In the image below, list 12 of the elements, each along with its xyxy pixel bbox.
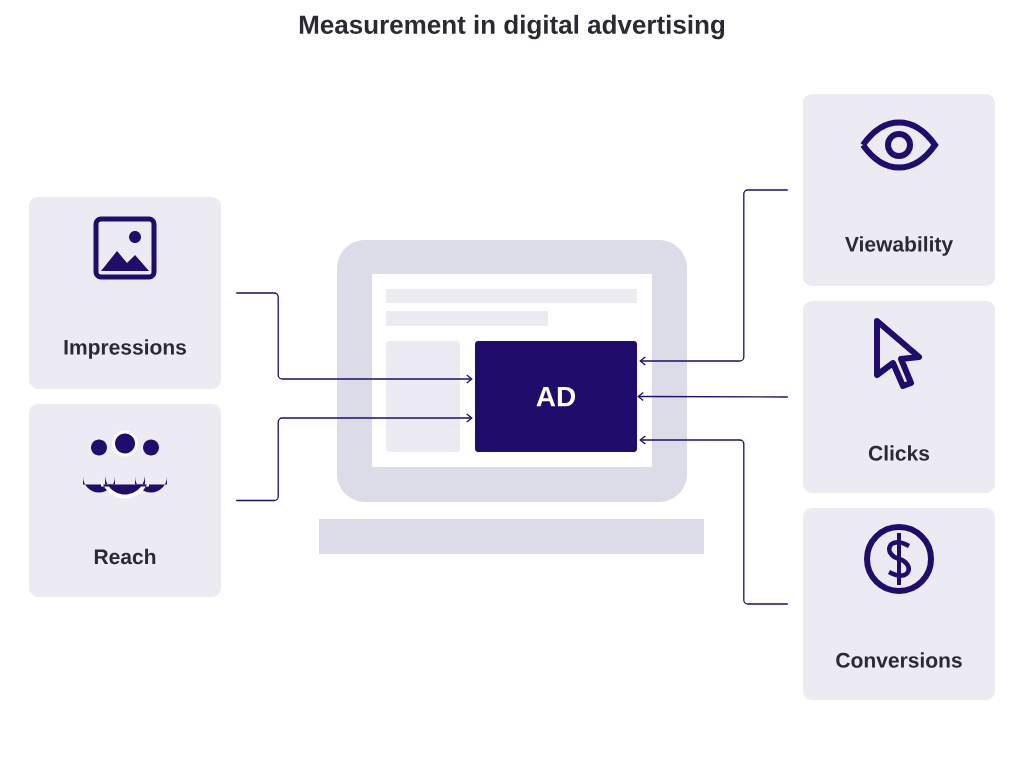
arrow bbox=[637, 391, 789, 402]
title: Measurement in digital advertising bbox=[299, 14, 725, 40]
metric-card: Clicks bbox=[803, 301, 995, 493]
arrow bbox=[639, 189, 789, 366]
arrow bbox=[235, 292, 473, 384]
metric-card: Impressions bbox=[29, 197, 221, 389]
metric-card: Viewability bbox=[803, 94, 995, 286]
arrow bbox=[235, 413, 473, 502]
ad-box: AD bbox=[475, 341, 637, 452]
metric-card: Conversions bbox=[803, 508, 995, 700]
arrow bbox=[639, 435, 789, 605]
metric-card: Reach bbox=[29, 404, 221, 597]
